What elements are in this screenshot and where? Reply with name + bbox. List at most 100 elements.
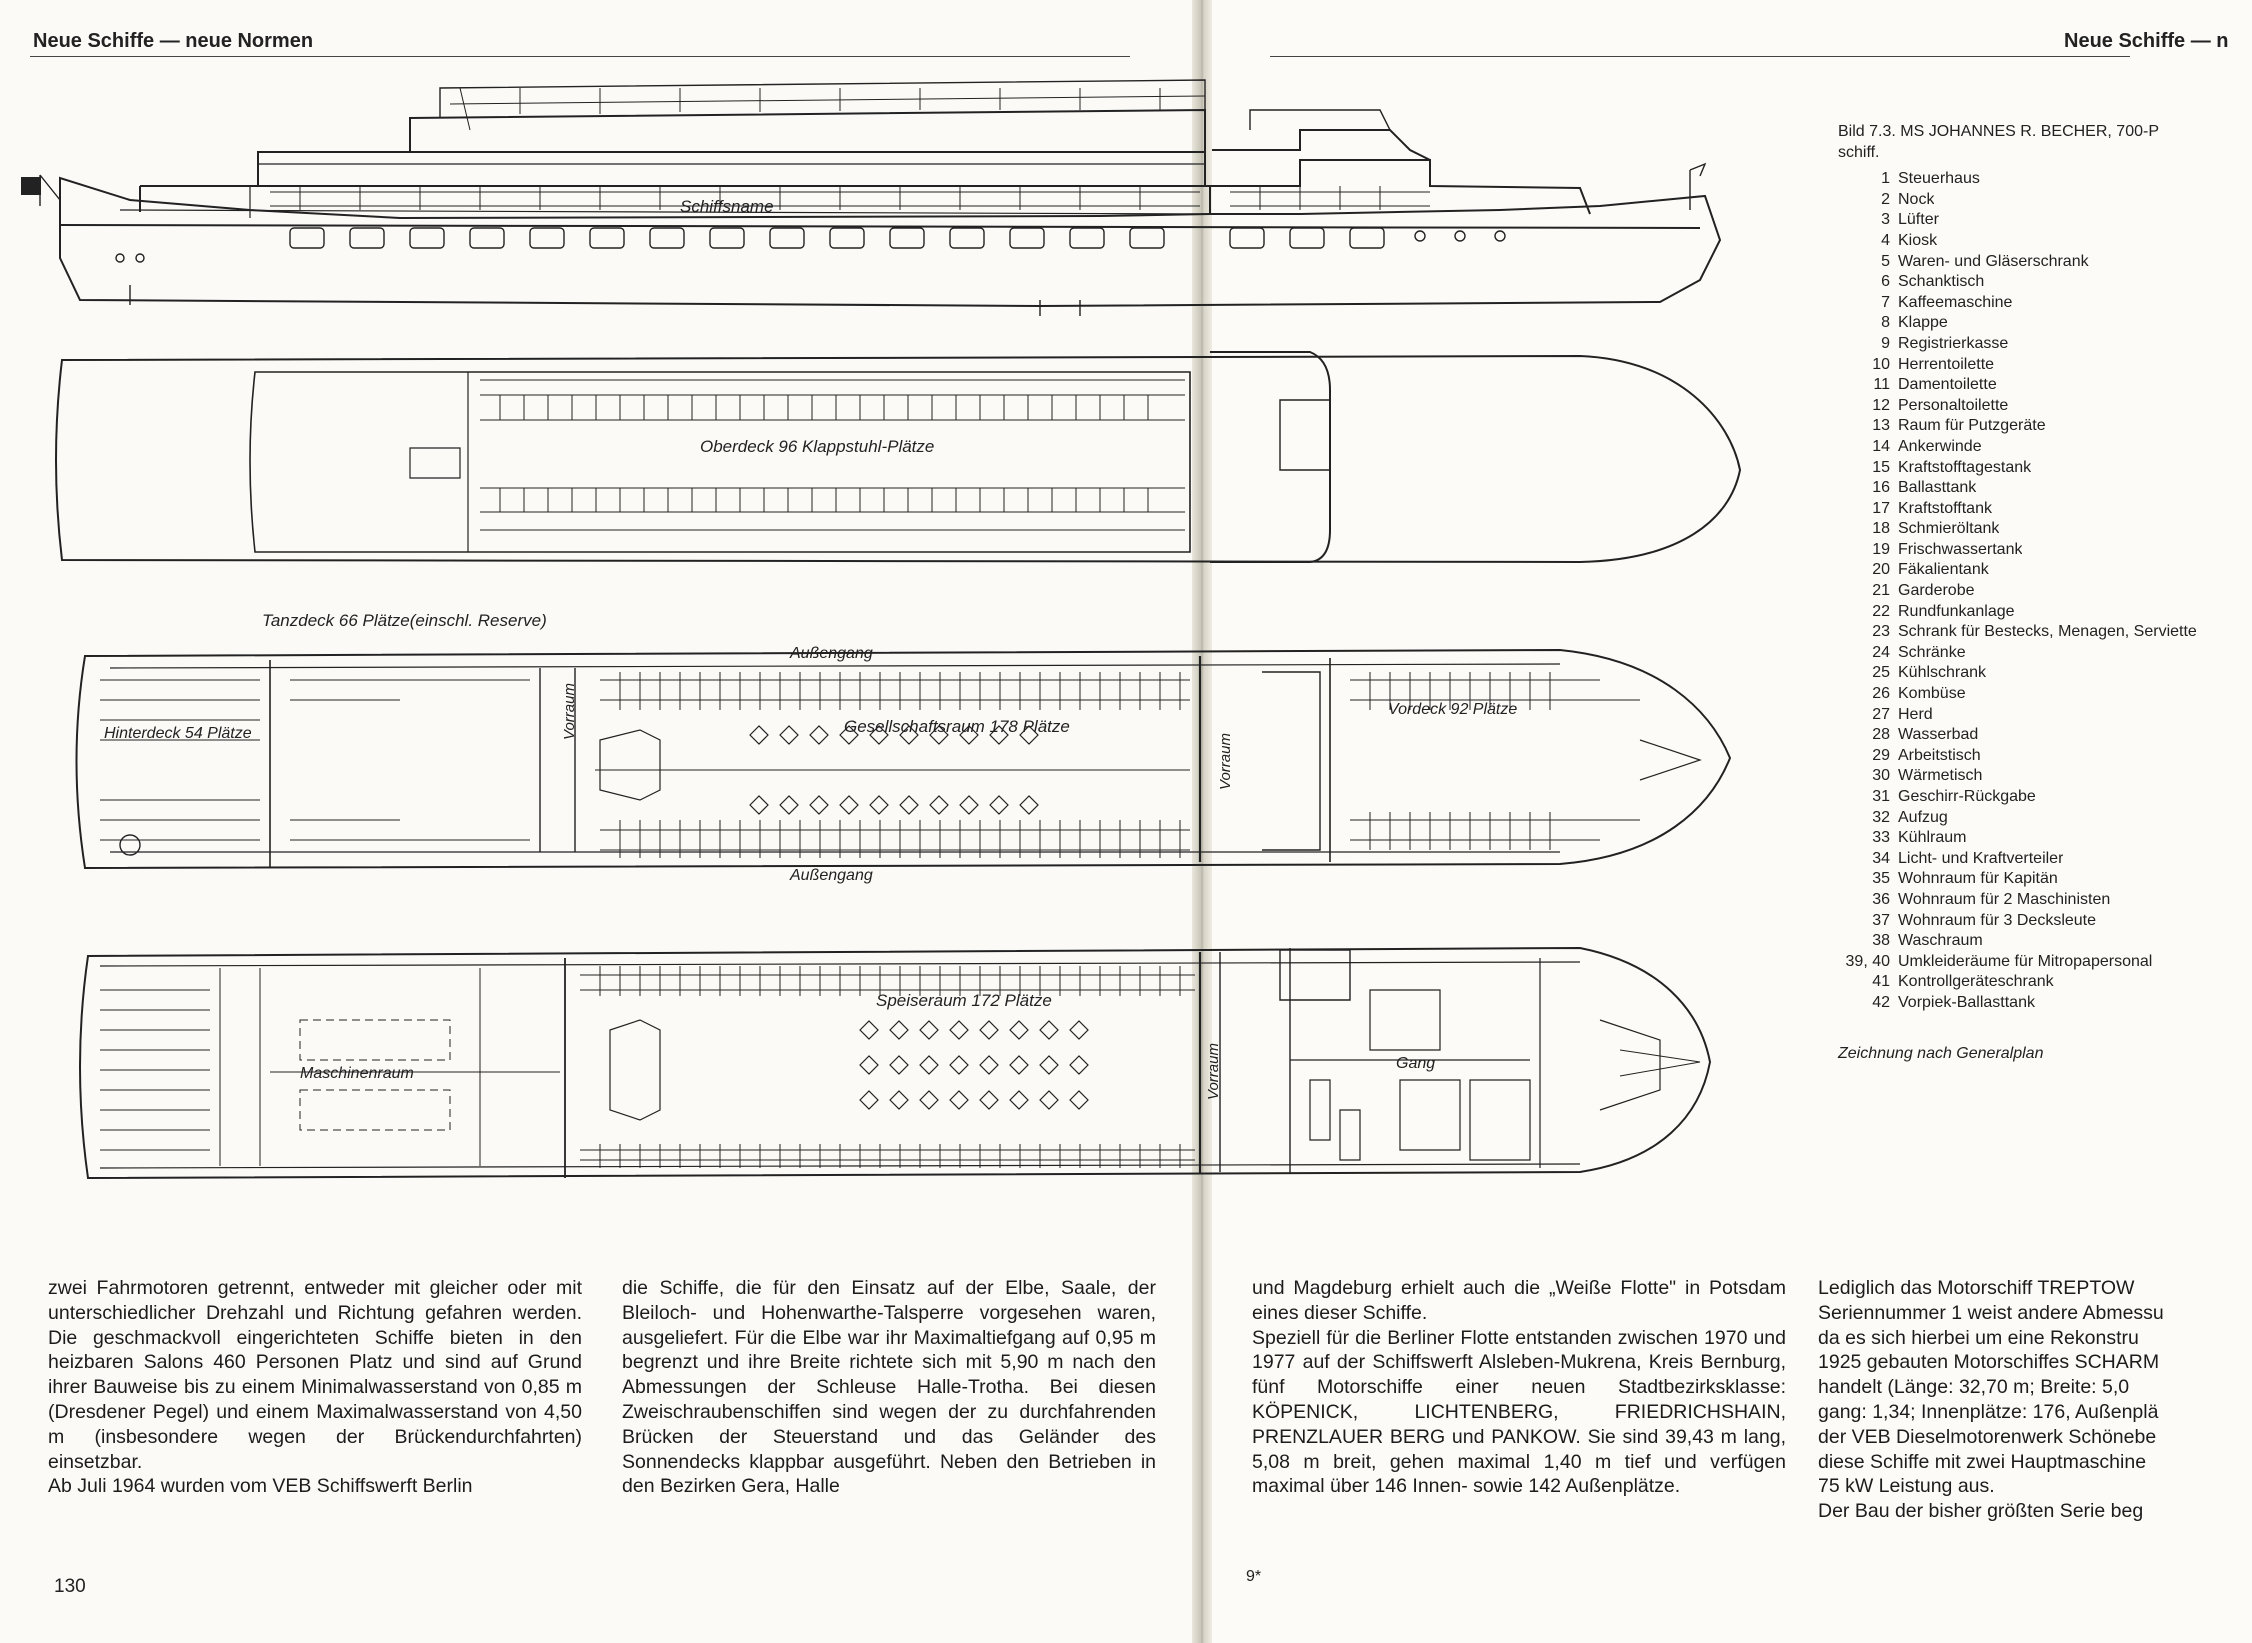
caption-credit: Zeichnung nach Generalplan [1838,1044,2044,1062]
legend-item: 19 Frischwassertank [1838,540,2252,561]
legend-text: Kraftstofftank [1898,499,1992,517]
legend-text: Wohnraum für Kapitän [1898,870,2058,888]
text-line: Der Bau der bisher größten Serie beg [1818,1500,2144,1523]
legend-item: 14 Ankerwinde [1838,437,2252,458]
label-hinterdeck: Hinterdeck 54 Plätze [104,725,252,742]
legend-text: Ankerwinde [1898,437,1982,455]
header-rule-left [30,56,1130,57]
legend-text: Nock [1898,190,1935,208]
text-line: Lediglich das Motorschiff TREPTOW [1818,1277,2135,1299]
legend-text: Arbeitstisch [1898,746,1981,764]
legend-text: Rundfunkanlage [1898,602,2015,620]
legend-number: 16 [1872,479,1890,497]
legend-item: 29 Arbeitstisch [1838,746,2252,767]
paragraph-2: Ab Juli 1964 wurden vom VEB Schiffswerft… [48,1475,473,1498]
legend-item: 24 Schränke [1838,643,2252,664]
legend-text: Kraftstofftagestank [1898,458,2032,476]
legend-number: 15 [1872,458,1890,476]
legend-text: Garderobe [1898,582,1975,600]
caption-title: Bild 7.3. MS JOHANNES R. BECHER, 700-P s… [1838,122,2252,163]
paragraph-1: zwei Fahrmotoren getrennt, entweder mit … [48,1277,582,1473]
caption-title-line2: schiff. [1838,143,1880,161]
legend-number: 42 [1872,993,1890,1011]
legend-text: Wasserbad [1898,726,1979,744]
legend-number: 17 [1872,499,1890,517]
label-gesellschaftsraum: Gesellschaftsraum 178 Plätze [844,717,1070,736]
legend-item: 35 Wohnraum für Kapitän [1838,869,2252,890]
running-head-left: Neue Schiffe — neue Normen [33,30,314,52]
legend-number: 19 [1872,540,1890,558]
legend-text: Schränke [1898,643,1966,661]
legend-number: 13 [1872,417,1890,435]
legend-text: Wohnraum für 3 Decksleute [1898,911,2097,929]
legend-text: Schrank für Bestecks, Menagen, Serviette [1898,623,2197,641]
right-page [1208,0,2252,1643]
legend-text: Schanktisch [1898,273,1985,291]
legend-text: Fäkalientank [1898,561,1989,579]
legend-text: Wohnraum für 2 Maschinisten [1898,890,2111,908]
legend-item: 22 Rundfunkanlage [1838,602,2252,623]
legend-number: 8 [1881,314,1890,332]
legend-number: 23 [1872,623,1890,641]
text-column-1: zwei Fahrmotoren getrennt, entweder mit … [48,1276,582,1499]
legend-number: 9 [1881,334,1890,352]
legend-number: 10 [1872,355,1890,373]
book-gutter [1192,0,1212,1643]
legend-number: 39, 40 [1845,952,1890,970]
side-elevation [21,79,1722,316]
legend-text: Lüfter [1898,211,1939,229]
legend-number: 36 [1872,890,1890,908]
legend-text: Steuerhaus [1898,170,1980,188]
legend-text: Frischwassertank [1898,540,2023,558]
paragraph-5: Speziell für die Berliner Flotte entstan… [1252,1326,1786,1498]
legend-number: 27 [1872,705,1890,723]
legend-text: Herd [1898,705,1933,723]
legend-number: 41 [1872,973,1890,991]
legend-text: Kaffeemaschine [1898,293,2013,311]
legend-number: 18 [1872,520,1890,538]
text-line: Seriennummer 1 weist andere Abmessu [1818,1301,2164,1324]
legend-text: Registrierkasse [1898,334,2009,352]
text-line: der VEB Dieselmotorenwerk Schönebe [1818,1425,2157,1448]
legend-text: Kühlschrank [1898,664,1987,682]
label-tanzdeck: Tanzdeck 66 Plätze(einschl. Reserve) [262,611,547,630]
label-speiseraum: Speiseraum 172 Plätze [876,991,1052,1010]
left-page [0,0,1196,1643]
label-vorraum-fwd: Vorraum [1217,733,1234,790]
label-maschinenraum: Maschinenraum [300,1065,414,1082]
label-aussengang-top: Außengang [789,645,873,662]
legend-number: 34 [1872,849,1890,867]
legend-number: 14 [1872,437,1890,455]
legend-number: 29 [1872,746,1890,764]
legend-number: 24 [1872,643,1890,661]
legend-number: 12 [1872,396,1890,414]
label-aussengang-bottom: Außengang [789,867,873,884]
text-line: handelt (Länge: 32,70 m; Breite: 5,0 [1818,1376,2130,1399]
legend-item: 36 Wohnraum für 2 Maschinisten [1838,890,2252,911]
legend-number: 35 [1872,870,1890,888]
legend-number: 11 [1873,376,1890,394]
legend-text: Kiosk [1898,231,1938,249]
legend-item: 23 Schrank für Bestecks, Menagen, Serviet… [1838,622,2252,643]
legend-number: 22 [1872,602,1890,620]
label-vordeck: Vordeck 92 Plätze [1388,701,1517,718]
text-line: 1925 gebauten Motorschiffes SCHARM [1818,1351,2160,1374]
label-schiffsname: Schiffsname [680,197,774,216]
legend-item: 9 Registrierkasse [1838,334,2252,355]
